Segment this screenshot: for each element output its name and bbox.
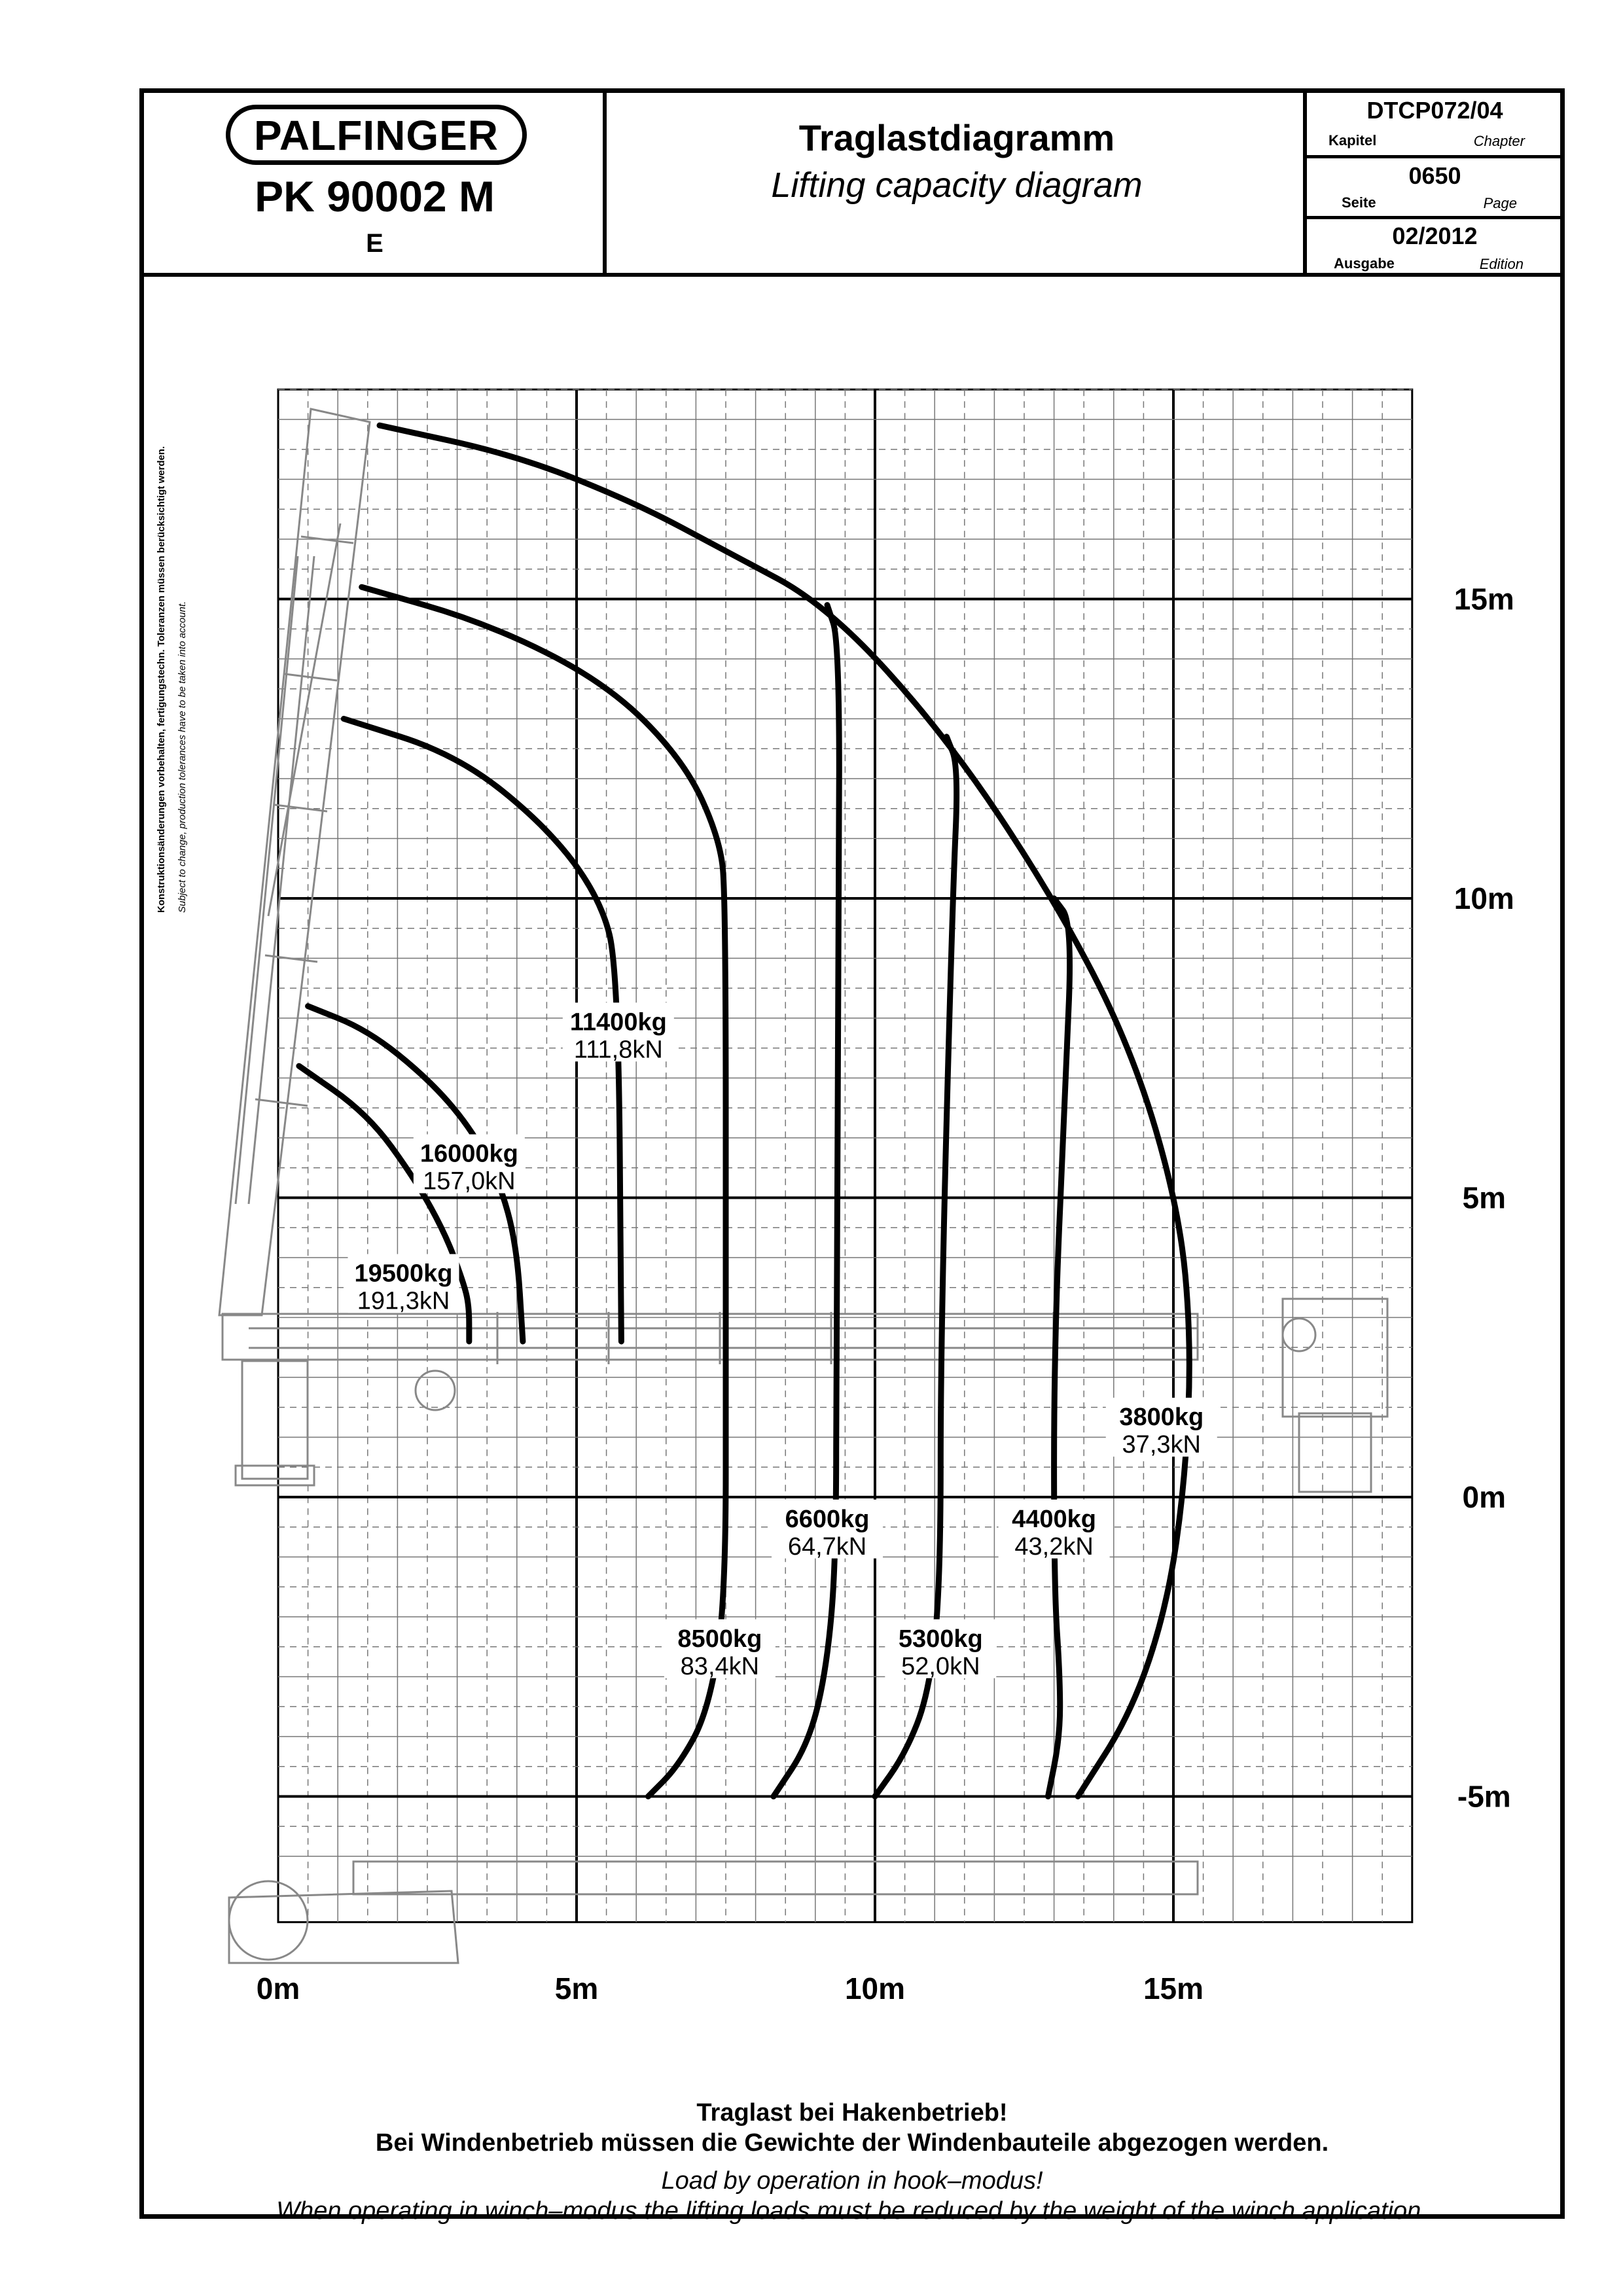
model-variant: E [366, 229, 383, 258]
capacity-label-kg: 8500kg [677, 1625, 762, 1653]
header-divider [1303, 216, 1565, 219]
capacity-curve-6600kg [770, 602, 842, 1799]
page-label-en: Page [1483, 195, 1517, 211]
page-subtitle: Lifting capacity diagram [771, 166, 1143, 205]
y-tick-label: -5m [1457, 1780, 1511, 1814]
page-frame [139, 88, 1565, 2219]
y-tick-label: 0m [1463, 1480, 1506, 1514]
chapter-label-en: Chapter [1473, 133, 1525, 149]
capacity-label-kn: 83,4kN [681, 1653, 759, 1680]
capacity-label-kg: 11400kg [570, 1008, 667, 1036]
x-tick-label: 5m [555, 1971, 598, 2005]
label-background [413, 1134, 525, 1193]
capacity-label-kg: 5300kg [899, 1625, 983, 1653]
capacity-label-kg: 16000kg [420, 1140, 518, 1168]
x-tick-label: 0m [257, 1971, 300, 2005]
crane-illustration [218, 408, 1389, 1964]
header-divider [1303, 88, 1307, 275]
edition-label-de: Ausgabe [1334, 255, 1395, 272]
label-background [885, 1619, 997, 1678]
chart-grid [277, 388, 1414, 1924]
capacity-label-kn: 64,7kN [788, 1533, 866, 1561]
capacity-label-kn: 52,0kN [901, 1653, 980, 1680]
chapter-label-de: Kapitel [1329, 132, 1377, 149]
page-title: Traglastdiagramm [798, 117, 1115, 158]
label-background [348, 1254, 459, 1313]
label-background [664, 1619, 776, 1678]
capacity-label-kg: 19500kg [355, 1260, 453, 1288]
footer-note-en-1: Load by operation in hook–modus! [661, 2167, 1043, 2195]
capacity-curves [296, 422, 1192, 1799]
capacity-curve-4400kg [1044, 895, 1073, 1799]
capacity-curve-16000kg [305, 1003, 526, 1345]
y-tick-label: 5m [1463, 1181, 1506, 1215]
y-tick-label: 10m [1454, 881, 1514, 915]
footer-note-en-2: When operating in winch–modus the liftin… [276, 2197, 1428, 2225]
capacity-label-kg: 4400kg [1012, 1506, 1096, 1533]
capacity-label-kg: 6600kg [785, 1506, 870, 1533]
label-background [998, 1499, 1110, 1559]
header-divider [139, 273, 1565, 277]
page-value: 0650 [1408, 162, 1461, 189]
label-background [562, 1002, 674, 1062]
capacity-label-kn: 43,2kN [1014, 1533, 1093, 1561]
label-background [772, 1499, 883, 1559]
edition-value: 02/2012 [1392, 222, 1478, 249]
header-divider [1303, 155, 1565, 158]
capacity-curve-11400kg [340, 716, 624, 1345]
capacity-label-kn: 37,3kN [1122, 1431, 1201, 1458]
capacity-label-kg: 3800kg [1119, 1404, 1204, 1431]
capacity-label-kn: 111,8kN [574, 1036, 663, 1063]
header-divider [603, 88, 607, 275]
label-background [1105, 1398, 1217, 1457]
edition-label-en: Edition [1479, 256, 1524, 272]
capacity-label-kn: 157,0kN [423, 1168, 516, 1195]
page-label-de: Seite [1342, 194, 1376, 211]
x-tick-label: 15m [1143, 1971, 1204, 2005]
capacity-curve-3800kg [376, 422, 1192, 1799]
y-tick-label: 15m [1454, 582, 1514, 616]
footer-note-de-1: Traglast bei Hakenbetrieb! [696, 2099, 1008, 2127]
chapter-value: DTCP072/04 [1366, 97, 1503, 124]
brand-logo: PALFINGER [226, 105, 527, 165]
x-tick-label: 10m [845, 1971, 905, 2005]
footer-note-de-2: Bei Windenbetrieb müssen die Gewichte de… [375, 2129, 1329, 2157]
axis-tick-labels: 0m 5m 10m 15m 15m 10m 5m 0m -5m [257, 582, 1514, 2006]
model-name: PK 90002 M [255, 172, 495, 221]
capacity-label-kn: 191,3kN [357, 1288, 450, 1315]
capacity-curve-19500kg [296, 1063, 473, 1345]
capacity-curve-5300kg [872, 733, 960, 1799]
